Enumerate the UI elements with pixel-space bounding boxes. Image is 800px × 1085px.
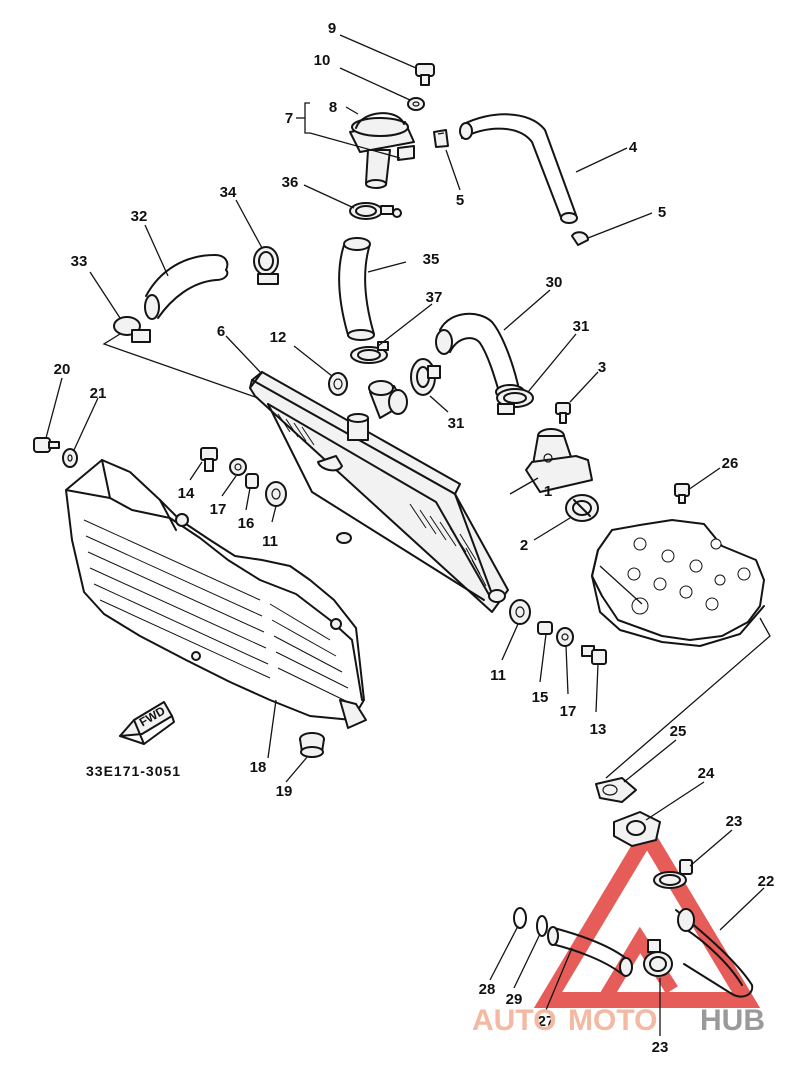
cylinder-head-outline [591,519,765,647]
bolt-20 [33,437,60,453]
callout-37: 37 [426,289,443,306]
callout-36: 36 [282,174,299,191]
grommet-19 [299,732,325,758]
hose-clamp-36 [349,202,402,220]
callout-20: 20 [54,361,71,378]
watermark-text: AUTO MOTO HUB [472,1004,765,1037]
callout-6: 6 [217,323,225,340]
callout-11a: 11 [262,533,278,550]
radiator-hose-30 [435,312,525,400]
callout-4: 4 [629,139,638,156]
radiator-hose-35 [338,237,375,341]
hose-clamp-23-upper [653,859,693,889]
callout-29: 29 [506,991,523,1008]
collar-15 [537,621,553,635]
callout-27: 27 [538,1013,555,1030]
callout-32: 32 [131,208,148,225]
radiator-shroud [65,459,367,729]
leader-lines [45,34,771,1036]
washer-17-left [229,458,247,476]
collar-16 [245,473,259,489]
hose-clip-lower [571,231,589,246]
callout-5a: 5 [456,192,464,209]
callout-22: 22 [758,873,775,890]
bolt-3 [555,402,571,424]
callout-35: 35 [423,251,440,268]
callout-25: 25 [670,723,687,740]
hose-clamp-37 [350,341,389,364]
callout-16: 16 [238,515,255,532]
radiator-cap-assembly [349,63,435,189]
bolt-13 [581,645,607,665]
thermostat-housing [525,428,593,493]
radiator-core [249,371,509,613]
callout-23b: 23 [652,1039,669,1056]
hose-clamp-31-upper [496,388,534,415]
hose-clamp-33 [113,316,151,343]
callout-18: 18 [250,759,267,776]
water-pipe-22 [675,908,754,998]
water-pipe-27 [547,926,633,977]
callout-7: 7 [285,110,293,127]
callout-14: 14 [178,485,195,502]
overflow-hose [459,113,578,224]
hose-clamp-34 [253,246,279,285]
callout-34: 34 [220,184,237,201]
gasket-25 [595,777,637,803]
callout-2: 2 [520,537,528,554]
grommet-11-left [265,481,287,507]
callout-17b: 17 [560,703,577,720]
callout-11b: 11 [490,667,506,684]
callout-31b: 31 [448,415,465,432]
callout-28: 28 [479,981,496,998]
radiator-hose-32 [144,254,229,320]
callout-31a: 31 [573,318,590,335]
callout-19: 19 [276,783,293,800]
washer-21 [62,448,78,468]
hose-clamp-31-lower [410,358,441,396]
hose-clamp-23-lower [643,939,673,977]
grommet-11-right [509,599,531,625]
callout-15: 15 [532,689,549,706]
bolt-26 [674,483,690,504]
callout-17a: 17 [210,501,227,518]
callout-26: 26 [722,455,739,472]
thermostat [565,494,599,522]
callout-8: 8 [329,99,337,116]
callout-9: 9 [328,20,336,37]
joint-24 [613,811,661,847]
fwd-arrow-icon [119,701,175,745]
callout-5b: 5 [658,204,666,221]
o-ring-28 [513,907,527,929]
callout-13: 13 [590,721,607,738]
watermark-hub: HUB [700,1004,765,1037]
callout-21: 21 [90,385,107,402]
callout-3: 3 [598,359,606,376]
watermark-moto: MOTO [568,1004,657,1037]
callout-30: 30 [546,274,563,291]
callout-24: 24 [698,765,715,782]
callout-labels: 1 2 3 4 5 5 6 7 8 9 10 11 11 12 13 14 15… [54,20,775,1056]
grommet-12 [328,372,348,396]
callout-10: 10 [314,52,331,69]
o-ring-29 [536,915,548,937]
watermark-auto: AUTO [472,1004,556,1037]
hose-clip-upper [433,129,449,148]
part-code: 33E171-3051 [86,763,181,779]
bolt-14 [200,447,218,472]
callout-12: 12 [270,329,287,346]
washer-17-right [556,627,574,647]
callout-33: 33 [71,253,88,270]
callout-23a: 23 [726,813,743,830]
callout-1: 1 [544,483,552,500]
